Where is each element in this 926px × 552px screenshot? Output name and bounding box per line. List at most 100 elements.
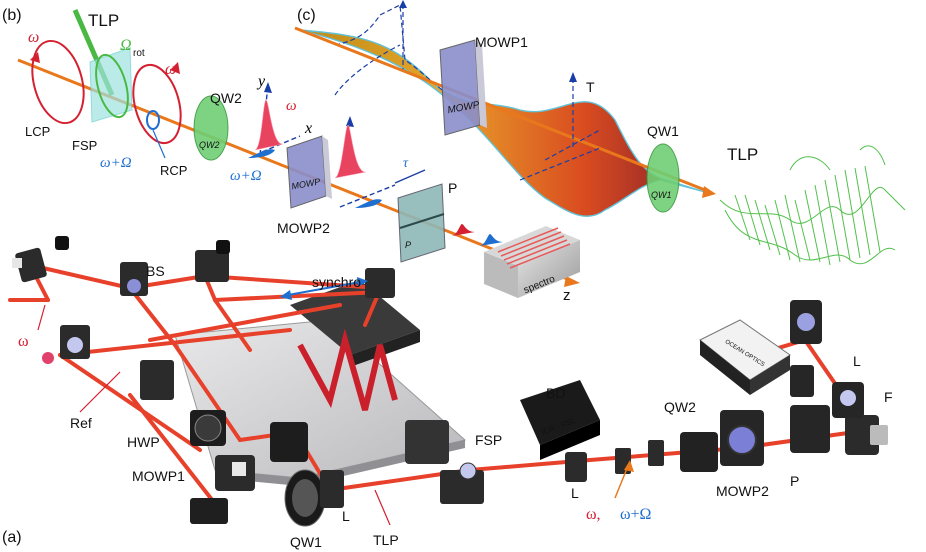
omega-plus-Omega-2: ω+Ω: [230, 168, 262, 184]
omega-pointer: [37, 304, 46, 331]
fsp-plate: [89, 47, 133, 123]
qw1-label: QW1: [647, 123, 679, 139]
pulse-blue-2: [355, 199, 382, 208]
mowp2-plate: [286, 135, 327, 209]
mowp1-label-a: MOWP1: [132, 468, 185, 484]
pulse-blue-3: [480, 234, 503, 246]
tlp-label-a: TLP: [373, 532, 399, 548]
arrowhead: [569, 72, 577, 82]
fsp-label: FSP: [72, 138, 97, 153]
tlp-spiral: [719, 145, 906, 266]
lcp-label: LCP: [25, 124, 50, 139]
optical-mounts: [12, 236, 888, 527]
t-label: T: [586, 79, 595, 95]
arrowhead: [264, 82, 272, 93]
omega-label-a: ω: [18, 333, 29, 350]
translation-stage-side: [350, 330, 420, 367]
synchro-arrow: [287, 281, 361, 296]
l-right-label: L: [853, 353, 861, 369]
pulse-red-2: [334, 124, 367, 179]
ref-pointer: [79, 371, 121, 413]
lcp-circle: [31, 39, 85, 125]
arrowhead: [346, 116, 354, 127]
mowp1-label: MOWP1: [475, 34, 528, 50]
omega-left: ω: [28, 29, 39, 46]
beam-arrowhead-c: [702, 186, 716, 198]
mowp2-label: MOWP2: [277, 220, 330, 236]
beam-arrowhead-b: [564, 276, 580, 287]
p-plate: [397, 183, 446, 263]
panel-a: ICR - RSL OCEAN OPTICS synchro BS ω Ref …: [8, 236, 893, 550]
qw2-plate-label: QW2: [199, 140, 220, 150]
spectrometer-front: [700, 340, 750, 395]
axis-y-label: y: [256, 73, 266, 90]
axis-dashed-3: [339, 184, 396, 208]
arrowhead: [399, 0, 407, 8]
tau-label: τ: [403, 156, 409, 171]
mowp1-plate-side: [475, 40, 487, 128]
mowp2-plate-label: MOWP: [291, 176, 321, 191]
ref-label: Ref: [70, 415, 92, 431]
spectro-stripes: [497, 227, 571, 269]
panel-label-b: (b): [2, 7, 22, 24]
pulse-blue-x: [248, 149, 275, 158]
tlp-label-c: TLP: [727, 145, 758, 164]
pulse-red-3: [452, 224, 475, 236]
hwp-label: HWP: [127, 434, 160, 450]
arrowhead: [30, 52, 40, 63]
dashed-envelope-lower: [334, 44, 401, 96]
beam-axis-c: [294, 26, 711, 194]
panel-label-c: (c): [297, 7, 316, 24]
qw1-label-a: QW1: [290, 534, 322, 550]
panel-b: TLP ω LCP Ω rot FSP ω RCP ω+Ω QW2 QW2 y …: [17, 9, 580, 304]
mowp2-plate-side: [322, 136, 332, 199]
out-omega-label: ω,: [586, 506, 601, 523]
synchro-label: synchro: [312, 274, 361, 290]
output-pointer: [614, 465, 629, 499]
axis-z-label: z: [563, 287, 571, 304]
mowp1-plate: [439, 39, 481, 136]
l-mid-label: L: [571, 485, 579, 501]
fsp-label-a: FSP: [475, 432, 502, 448]
out-omega-plus-label: ω+Ω: [620, 506, 652, 523]
p-plate-label: P: [405, 240, 411, 250]
mowp2-label-a: MOWP2: [716, 483, 769, 499]
tlp-pointer: [374, 489, 391, 526]
spectro-box-top: [484, 226, 580, 266]
omega-right: ω: [165, 61, 176, 78]
p-plate-stripe: [399, 213, 445, 229]
rcp-label: RCP: [160, 163, 187, 178]
beam-dump-side: [540, 420, 600, 460]
panel-c: MOWP MOWP1 T QW1 QW1 TLP: [294, 0, 906, 266]
rotating-circle-red: [132, 63, 182, 145]
chirped-pulse-envelope: [299, 29, 706, 217]
bd-label: BD: [546, 385, 565, 401]
rcp-circle: [146, 110, 160, 130]
bs-label: BS: [146, 263, 165, 279]
qw1-plate: [646, 143, 680, 213]
axis-x-label: x: [304, 120, 312, 137]
l-left-label: L: [342, 508, 350, 524]
tlp-label-b: TLP: [88, 11, 119, 30]
pulse-red-y: [254, 99, 284, 151]
omega-rot-circle: [95, 53, 129, 119]
omega-rot-label: Ω: [120, 37, 132, 54]
qw1-plate-label: QW1: [651, 190, 672, 200]
f-label: F: [884, 389, 893, 405]
p-label: P: [448, 180, 457, 196]
tau-bracket: [394, 169, 426, 184]
qw2-label: QW2: [210, 90, 242, 106]
qw2-label-a: QW2: [664, 399, 696, 415]
omega-plus-Omega-1: ω+Ω: [100, 155, 132, 171]
spectrometer-side: [750, 355, 790, 395]
arrowhead: [170, 62, 180, 74]
arrowhead: [280, 290, 292, 300]
t-dashed-diag-2: [519, 147, 601, 181]
p-label-a: P: [790, 473, 799, 489]
omega-pulse: ω: [286, 98, 297, 114]
arrowhead: [624, 460, 634, 472]
arrowhead: [357, 277, 368, 287]
translation-stage: [290, 280, 420, 355]
qw2-plate: [193, 95, 229, 161]
